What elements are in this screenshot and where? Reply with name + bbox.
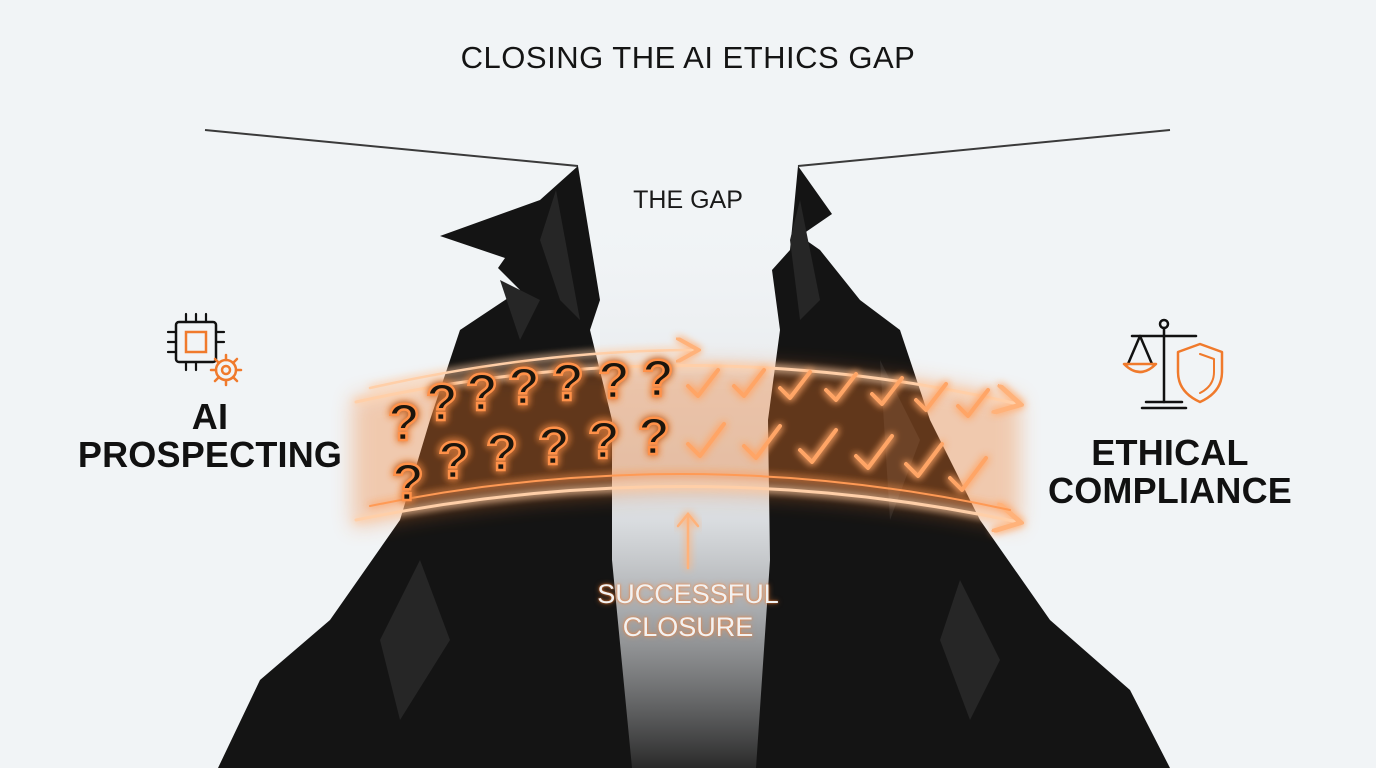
- up-arrow-icon: [676, 512, 700, 570]
- check-mark-icon: [686, 422, 726, 458]
- successful-closure-label: SUCCESSFUL CLOSURE: [568, 578, 808, 644]
- check-mark-icon: [948, 456, 988, 492]
- gap-label: THE GAP: [633, 186, 743, 214]
- ai-prospecting-label: AI PROSPECTING: [60, 398, 360, 474]
- ethical-compliance-line1: ETHICAL: [1091, 432, 1249, 473]
- right-horizon-line: [797, 129, 1171, 167]
- scale-shield-icon: [1122, 318, 1224, 410]
- question-mark: ?: [538, 418, 570, 476]
- check-mark-icon: [686, 368, 720, 398]
- chip-gear-icon: [166, 312, 243, 387]
- question-marks: ? ? ? ? ? ? ? ? ? ? ? ? ?: [387, 349, 675, 514]
- closure-line1: SUCCESSFUL: [597, 579, 779, 609]
- check-mark-icon: [956, 388, 990, 418]
- question-mark: ?: [598, 352, 630, 410]
- check-mark-icon: [778, 370, 812, 400]
- bridge-top-rail: [354, 364, 1018, 404]
- ethical-compliance-line2: COMPLIANCE: [1048, 470, 1292, 511]
- bridge-glow: [352, 364, 1020, 528]
- question-mark: ?: [426, 374, 458, 432]
- check-mark-icon: [904, 442, 944, 478]
- left-horizon-line: [204, 129, 579, 167]
- check-mark-icon: [798, 428, 838, 464]
- question-mark: ?: [552, 354, 584, 412]
- bridge-top-rail-inner: [368, 350, 696, 390]
- check-mark-icon: [732, 368, 766, 398]
- ethical-compliance-label: ETHICAL COMPLIANCE: [1020, 434, 1320, 510]
- left-cliff-shade: [380, 190, 580, 720]
- check-mark-icon: [742, 424, 782, 460]
- right-cliff: [756, 166, 1170, 768]
- question-mark: ?: [486, 424, 518, 482]
- question-mark: ?: [466, 364, 498, 422]
- question-mark: ?: [388, 394, 420, 452]
- question-mark: ?: [638, 408, 670, 466]
- question-mark: ?: [642, 350, 674, 408]
- bridge-bottom-rail-inner: [369, 473, 1011, 511]
- check-mark-icon: [914, 382, 948, 412]
- check-mark-icon: [870, 376, 904, 406]
- ai-prospecting-line1: AI: [191, 396, 229, 437]
- bridge-bottom-rail: [354, 485, 1018, 522]
- diagram-title: CLOSING THE AI ETHICS GAP: [460, 40, 916, 75]
- ai-prospecting-line2: PROSPECTING: [77, 434, 343, 475]
- question-mark: ?: [392, 454, 424, 512]
- check-mark-icon: [854, 434, 894, 470]
- question-mark: ?: [508, 358, 540, 416]
- question-mark: ?: [588, 412, 620, 470]
- check-mark-icon: [824, 372, 858, 402]
- closure-line2: CLOSURE: [622, 612, 754, 642]
- question-mark: ?: [438, 432, 470, 490]
- check-marks: [686, 368, 990, 492]
